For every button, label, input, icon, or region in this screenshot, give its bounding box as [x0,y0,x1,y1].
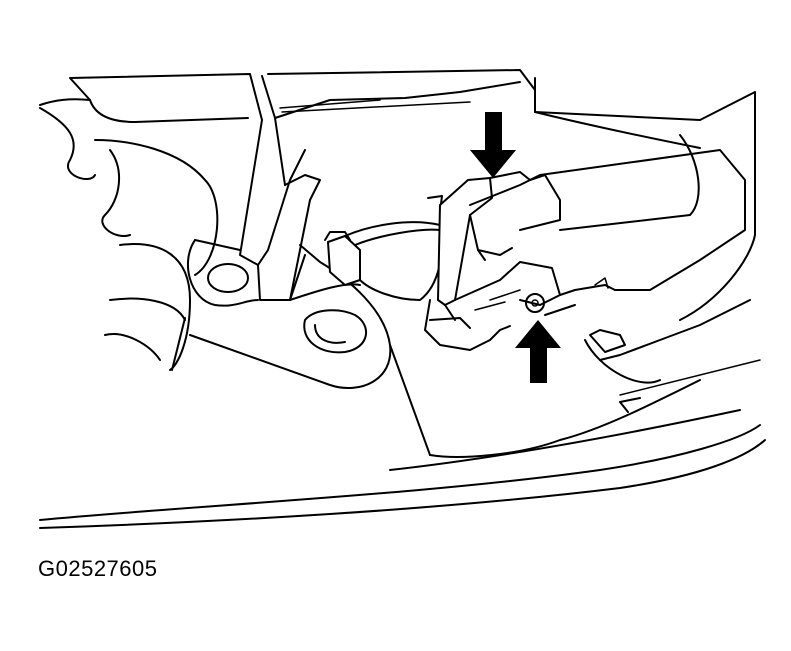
upper-body-panel [39,69,756,149]
top-arrow [470,112,516,178]
bumper-lower-edge [39,359,766,529]
mounting-plate [186,239,431,456]
vertical-bracket [239,117,321,301]
bulb-socket-assembly [324,171,616,351]
headlamp-housing [469,91,756,413]
figure-id-label: G02527605 [38,556,158,581]
left-support-structure [39,107,219,371]
bottom-arrow [515,320,561,383]
